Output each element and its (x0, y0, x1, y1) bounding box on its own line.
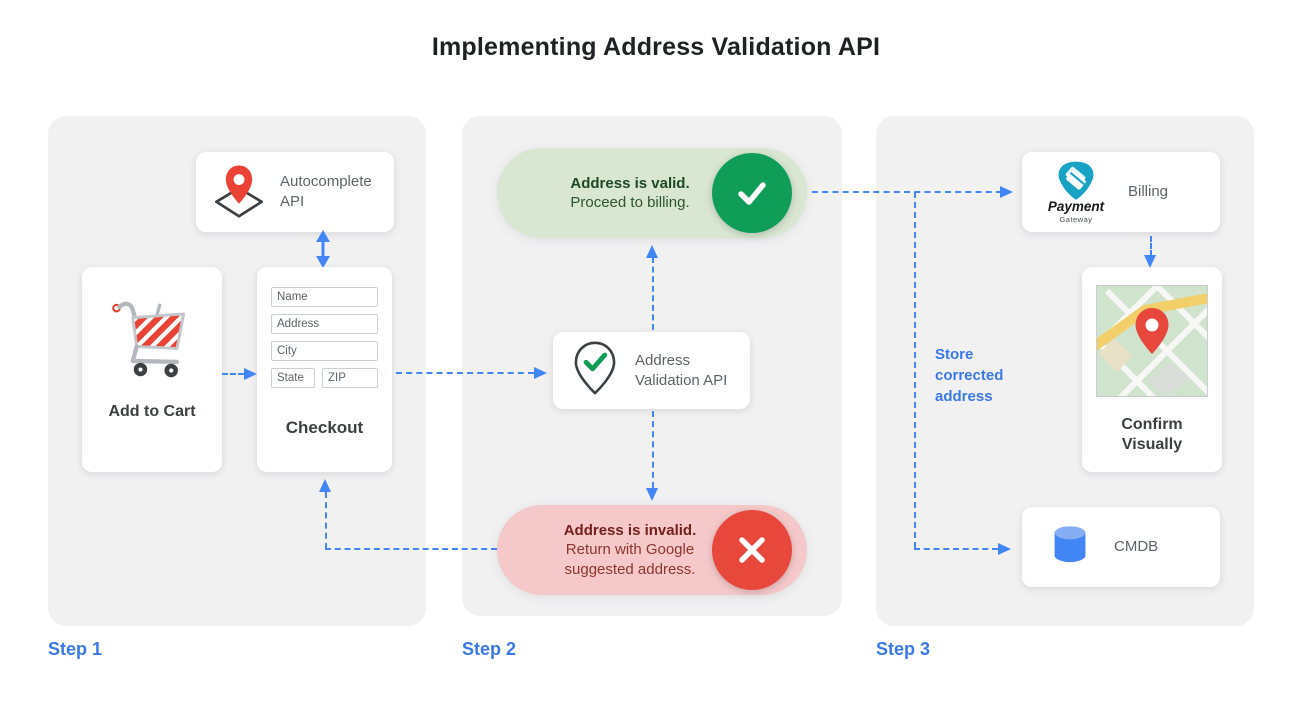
payment-gateway-icon (1058, 161, 1094, 200)
checkout-card: Name Address City State ZIP Checkout (257, 267, 392, 472)
zip-field: ZIP (322, 368, 378, 388)
shopping-cart-icon (104, 267, 200, 388)
database-cylinder-icon (1044, 519, 1096, 576)
autocomplete-card-label: Autocomplete API (280, 173, 372, 210)
address-valid-pill: Address is valid. Proceed to billing. (497, 148, 807, 238)
arrow-cart-to-checkout (222, 373, 244, 375)
store-corrected-address-note: Store corrected address (935, 346, 1004, 405)
invalid-pill-body: Return with Google suggested address. (564, 541, 696, 578)
bidirectional-arrow-icon (315, 230, 331, 273)
arrow-validation-to-valid (652, 257, 654, 330)
invalid-pill-heading: Address is invalid. (563, 521, 697, 539)
checkmark-badge-icon (712, 153, 792, 233)
state-zip-row: State ZIP (271, 368, 378, 388)
cmdb-card: CMDB (1022, 507, 1220, 587)
confirm-visually-card: Confirm Visually (1074, 258, 1230, 472)
arrowhead-checkout-to-validation (534, 367, 547, 379)
state-field: State (271, 368, 315, 388)
arrow-valid-to-billing (812, 191, 1002, 193)
arrow-store-branch-horizontal (914, 548, 998, 550)
name-field: Name (271, 287, 378, 307)
arrowhead-to-confirm (1144, 255, 1156, 268)
checkout-label: Checkout (285, 418, 364, 437)
arrowhead-to-valid-pill (646, 245, 658, 258)
arrow-checkout-to-validation (396, 372, 534, 374)
valid-pill-text: Address is valid. Proceed to billing. (535, 148, 725, 238)
address-validation-api-card: Address Validation API (553, 332, 750, 409)
cmdb-card-label: CMDB (1114, 538, 1159, 556)
validation-pin-check-icon (569, 339, 621, 402)
page-title: Implementing Address Validation API (431, 33, 881, 61)
autocomplete-map-pin-icon (210, 161, 268, 224)
validation-card-label: Address Validation API (635, 351, 728, 389)
valid-pill-body: Proceed to billing. (570, 194, 690, 211)
arrow-validation-to-invalid (652, 411, 654, 488)
arrow-billing-to-confirm (1150, 236, 1152, 256)
address-field: Address (271, 314, 378, 334)
map-thumbnail-icon (1074, 258, 1230, 419)
billing-card: Payment Gateway Billing (1022, 152, 1220, 232)
step1-label: Step 1 (48, 639, 103, 659)
valid-pill-heading: Address is valid. (570, 174, 690, 192)
arrowhead-cart-to-checkout (244, 368, 257, 380)
add-to-cart-card: Add to Cart (82, 267, 222, 472)
payment-logo-title: Payment (1047, 199, 1105, 215)
step3-label: Step 3 (876, 639, 931, 659)
arrow-invalid-return-vertical (325, 492, 327, 549)
arrow-store-branch-vertical (914, 192, 916, 548)
arrowhead-to-billing (1000, 186, 1013, 198)
billing-card-label: Billing (1128, 183, 1169, 201)
payment-gateway-logo: Payment Gateway (1038, 160, 1114, 224)
arrow-invalid-return-horizontal (325, 548, 497, 550)
cross-badge-icon (712, 510, 792, 590)
autocomplete-api-card: Autocomplete API (196, 152, 394, 232)
arrowhead-to-cmdb (998, 543, 1011, 555)
add-to-cart-label: Add to Cart (108, 403, 196, 420)
address-invalid-pill: Address is invalid. Return with Google s… (497, 505, 807, 595)
arrowhead-to-invalid-pill (646, 488, 658, 501)
arrowhead-return-to-checkout (319, 479, 331, 492)
confirm-visually-label: Confirm Visually (1121, 416, 1183, 453)
invalid-pill-text: Address is invalid. Return with Google s… (535, 505, 725, 595)
city-field: City (271, 341, 378, 361)
payment-logo-subtitle: Gateway (1059, 214, 1093, 224)
step2-label: Step 2 (462, 639, 517, 659)
